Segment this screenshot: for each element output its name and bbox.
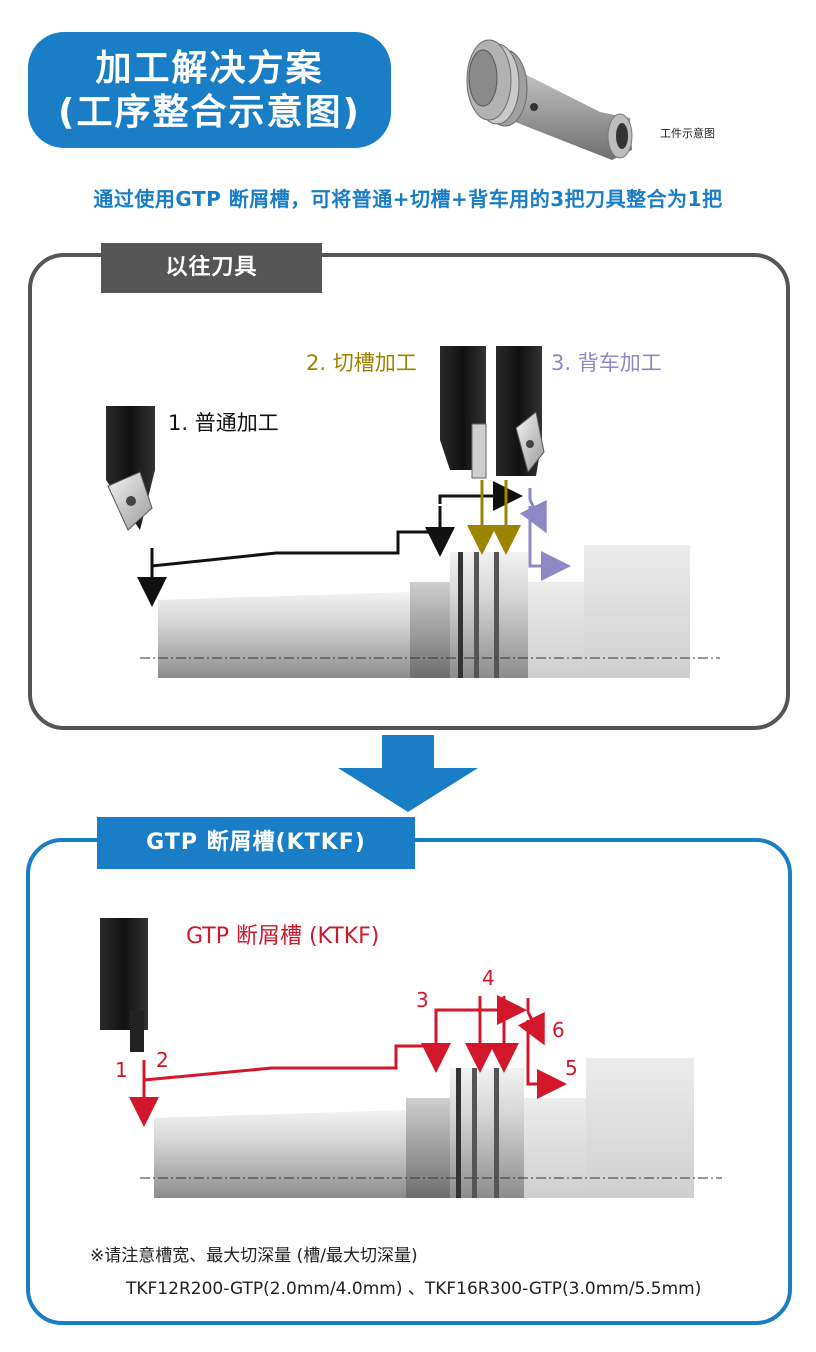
gtp-tab: GTP 断屑槽(KTKF): [97, 817, 415, 869]
step-label-1: 1: [115, 1058, 128, 1082]
gtp-heading: GTP 断屑槽 (KTKF): [186, 924, 380, 949]
grooving-tool-icon: [440, 346, 487, 479]
title-line-2: (工序整合示意图): [58, 92, 361, 133]
conventional-tools-tab: 以往刀具: [101, 243, 322, 293]
step-label-2: 2: [156, 1048, 169, 1072]
title-line-1: 加工解决方案: [95, 48, 324, 89]
step-label-4: 4: [482, 966, 495, 990]
subtitle: 通过使用GTP 断屑槽，可将普通+切槽+背车用的3把刀具整合为1把: [93, 187, 723, 211]
note-line-2: TKF12R200-GTP(2.0mm/4.0mm) 、TKF16R300-GT…: [126, 1279, 702, 1299]
workpiece-shaft-lower: [140, 1058, 722, 1198]
step-label-6: 6: [552, 1018, 565, 1042]
op2-label: 2. 切槽加工: [306, 351, 417, 375]
turning-tool-icon: [106, 406, 155, 531]
step-label-5: 5: [565, 1056, 578, 1080]
gtp-tool-icon: [100, 918, 148, 1052]
op1-label: 1. 普通加工: [168, 411, 279, 435]
op3-label: 3. 背车加工: [551, 351, 662, 375]
title-badge: 加工解决方案 (工序整合示意图): [28, 32, 391, 148]
workpiece-caption: 工件示意图: [660, 127, 715, 140]
back-turning-tool-icon: [496, 346, 545, 476]
note-line-1: ※请注意槽宽、最大切深量 (槽/最大切深量): [90, 1246, 418, 1266]
workpiece-image: [466, 39, 633, 160]
workpiece-shaft-upper: [140, 545, 720, 678]
step-label-3: 3: [416, 988, 429, 1012]
